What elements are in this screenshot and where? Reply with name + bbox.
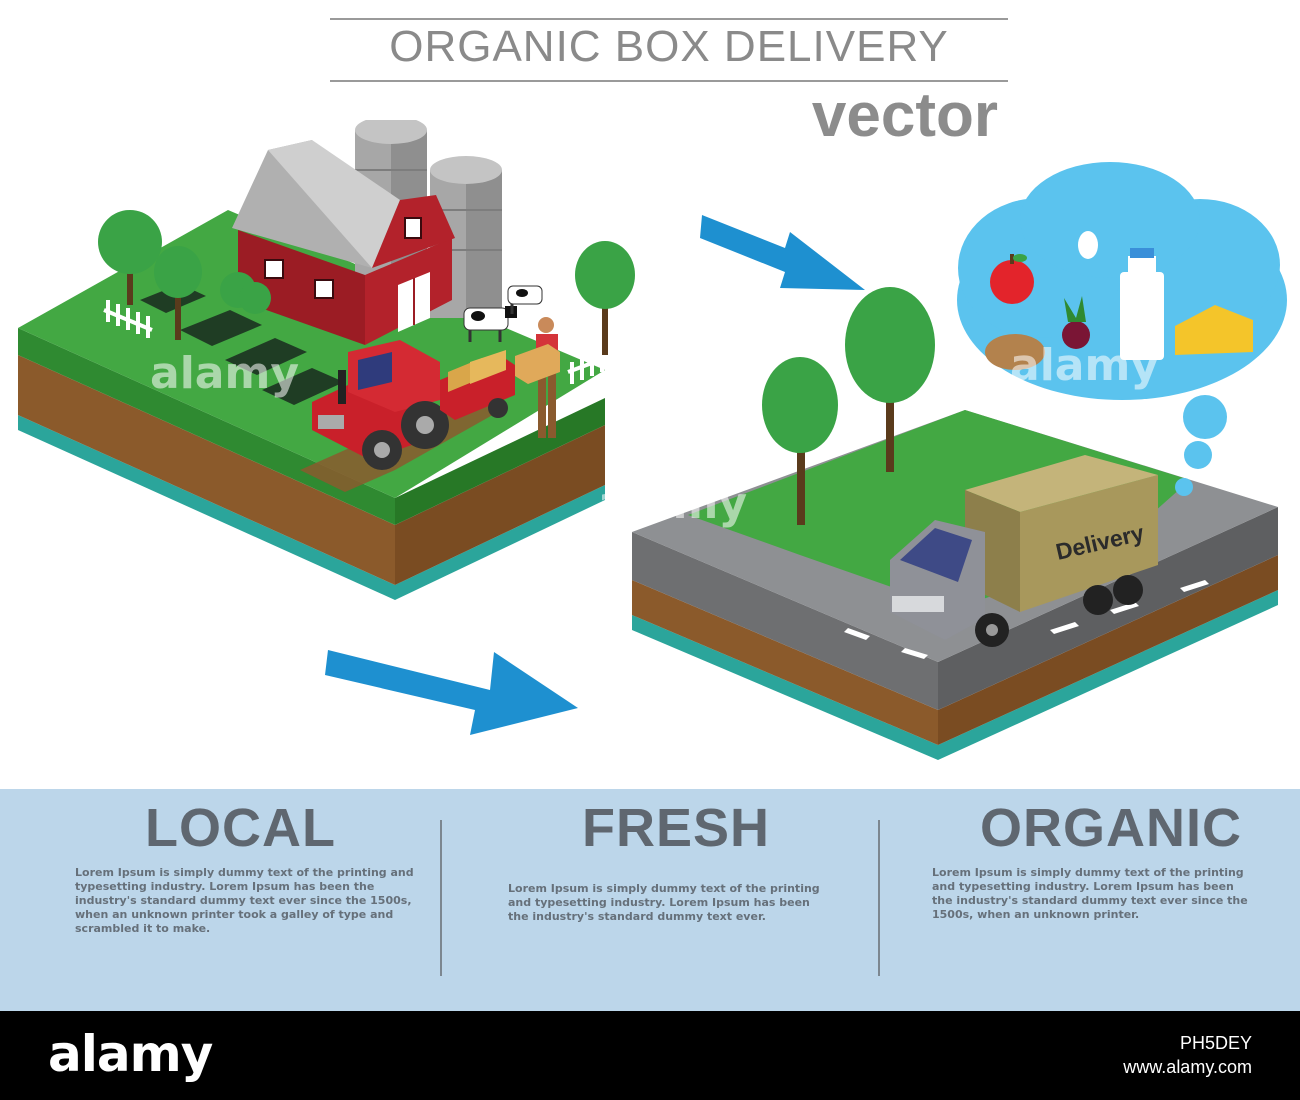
footer-bar: alamy PH5DEY www.alamy.com bbox=[0, 1011, 1300, 1100]
arrow-icon-bottom bbox=[325, 650, 578, 735]
road-water-layer-right bbox=[938, 590, 1278, 760]
cow bbox=[463, 306, 517, 342]
road-asphalt-side bbox=[632, 532, 938, 710]
info-column-fresh: FRESH Lorem Ipsum is simply dummy text o… bbox=[500, 789, 860, 1011]
red-barn bbox=[232, 140, 455, 345]
road-water-layer bbox=[632, 615, 938, 760]
beet-icon bbox=[1062, 296, 1090, 349]
farm-tree bbox=[98, 210, 162, 305]
info-column-organic: ORGANIC Lorem Ipsum is simply dummy text… bbox=[920, 789, 1270, 1011]
farm-grass-left bbox=[18, 328, 395, 525]
column-text-local: Lorem Ipsum is simply dummy text of the … bbox=[75, 866, 414, 935]
farm-water-layer bbox=[18, 415, 395, 600]
info-panel: LOCAL Lorem Ipsum is simply dummy text o… bbox=[0, 789, 1300, 1011]
road-soil-left bbox=[632, 580, 938, 745]
watermark-text: alamy bbox=[1010, 340, 1159, 391]
farmer-box bbox=[515, 344, 560, 384]
road-markings bbox=[844, 580, 1209, 659]
column-divider bbox=[440, 820, 442, 976]
egg-icon bbox=[1078, 231, 1098, 259]
column-text-fresh: Lorem Ipsum is simply dummy text of the … bbox=[508, 882, 820, 923]
site-url: www.alamy.com bbox=[1123, 1057, 1252, 1077]
truck-wheel bbox=[1113, 575, 1143, 605]
hay-box bbox=[470, 350, 506, 384]
truck-cargo-side bbox=[1020, 475, 1158, 612]
footer-logo: alamy bbox=[48, 1025, 213, 1083]
farm-tree bbox=[220, 272, 271, 314]
truck-wheel bbox=[1083, 585, 1113, 615]
column-heading-organic: ORGANIC bbox=[980, 798, 1242, 858]
cheese-icon bbox=[1175, 305, 1253, 355]
illustration: Delivery bbox=[18, 120, 1287, 760]
trailer bbox=[440, 350, 515, 420]
column-text-organic: Lorem Ipsum is simply dummy text of the … bbox=[932, 866, 1248, 921]
farm-water-layer-right bbox=[395, 485, 605, 600]
farm-island bbox=[18, 120, 635, 600]
image-id: PH5DEY bbox=[1179, 1033, 1252, 1053]
barn-window bbox=[314, 279, 334, 299]
title-top-rule bbox=[330, 18, 1008, 20]
farm-soil-left bbox=[18, 355, 395, 585]
road-soil-right bbox=[938, 555, 1278, 745]
road-tree bbox=[762, 357, 838, 525]
arrow-icon-top bbox=[700, 215, 865, 290]
truck-cargo-top bbox=[965, 455, 1158, 512]
title-bottom-rule bbox=[330, 80, 1008, 82]
farm-tree bbox=[154, 246, 202, 340]
column-divider bbox=[878, 820, 880, 976]
barn-window bbox=[404, 217, 422, 239]
watermark-text: alamy bbox=[150, 348, 299, 399]
info-column-local: LOCAL Lorem Ipsum is simply dummy text o… bbox=[60, 789, 430, 1011]
truck-windshield bbox=[900, 528, 972, 582]
fence-left bbox=[103, 300, 153, 338]
farm-tree bbox=[575, 241, 635, 355]
road-tree bbox=[845, 287, 935, 472]
page-title: ORGANIC BOX DELIVERY bbox=[389, 22, 949, 71]
farmer bbox=[515, 317, 560, 438]
footer-credit: PH5DEY www.alamy.com bbox=[1123, 1031, 1252, 1079]
apple-icon bbox=[990, 254, 1034, 304]
barn-window bbox=[264, 259, 284, 279]
farm-soil-right bbox=[395, 425, 605, 585]
milk-bottle-icon bbox=[1120, 248, 1164, 360]
page-subtitle: vector bbox=[811, 81, 998, 150]
delivery-truck: Delivery bbox=[890, 455, 1158, 647]
thought-bubble bbox=[957, 162, 1287, 496]
delivery-island: Delivery bbox=[632, 162, 1287, 760]
tractor bbox=[312, 340, 449, 470]
watermark-text: alamy bbox=[598, 478, 747, 529]
column-heading-local: LOCAL bbox=[145, 798, 336, 858]
column-heading-fresh: FRESH bbox=[582, 798, 771, 858]
cow bbox=[507, 285, 543, 314]
potato-icon bbox=[985, 334, 1045, 370]
